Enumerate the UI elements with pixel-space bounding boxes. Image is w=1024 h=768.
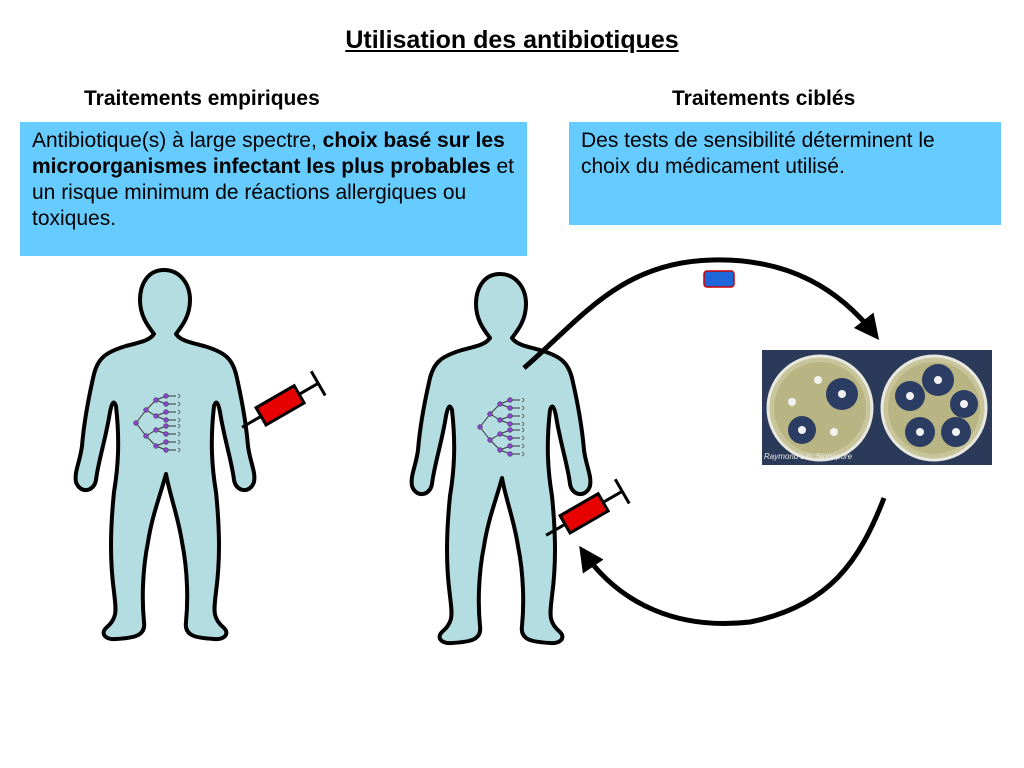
syringe-icon — [233, 369, 327, 441]
empirical-text-end: et un risque minimum de réactions allerg… — [32, 155, 514, 230]
heading-targeted: Traitements ciblés — [672, 87, 856, 110]
heading-empirical: Traitements empiriques — [84, 87, 320, 110]
empirical-text-start: Antibiotique(s) à large spectre, — [32, 129, 323, 152]
petri-dish-left — [766, 354, 874, 462]
targeted-description-box: Des tests de sensibilité déterminent le … — [569, 122, 1001, 225]
empirical-text-bold: choix basé sur les microorganismes infec… — [32, 129, 505, 178]
empirical-description-box: Antibiotique(s) à large spectre, choix b… — [20, 122, 527, 256]
photo-credit: Raymond Lin, Singapore — [764, 452, 853, 461]
cycle-arrow-bottom — [579, 497, 887, 626]
marker-rectangle — [703, 270, 735, 288]
cycle-arrow-top — [522, 257, 880, 370]
petri-dishes-photo — [762, 350, 992, 465]
petri-dish-right — [880, 354, 988, 462]
targeted-text: Des tests de sensibilité déterminent le … — [581, 129, 935, 178]
patient-figure-empirical — [73, 268, 257, 642]
page-title: Utilisation des antibiotiques — [345, 26, 679, 54]
